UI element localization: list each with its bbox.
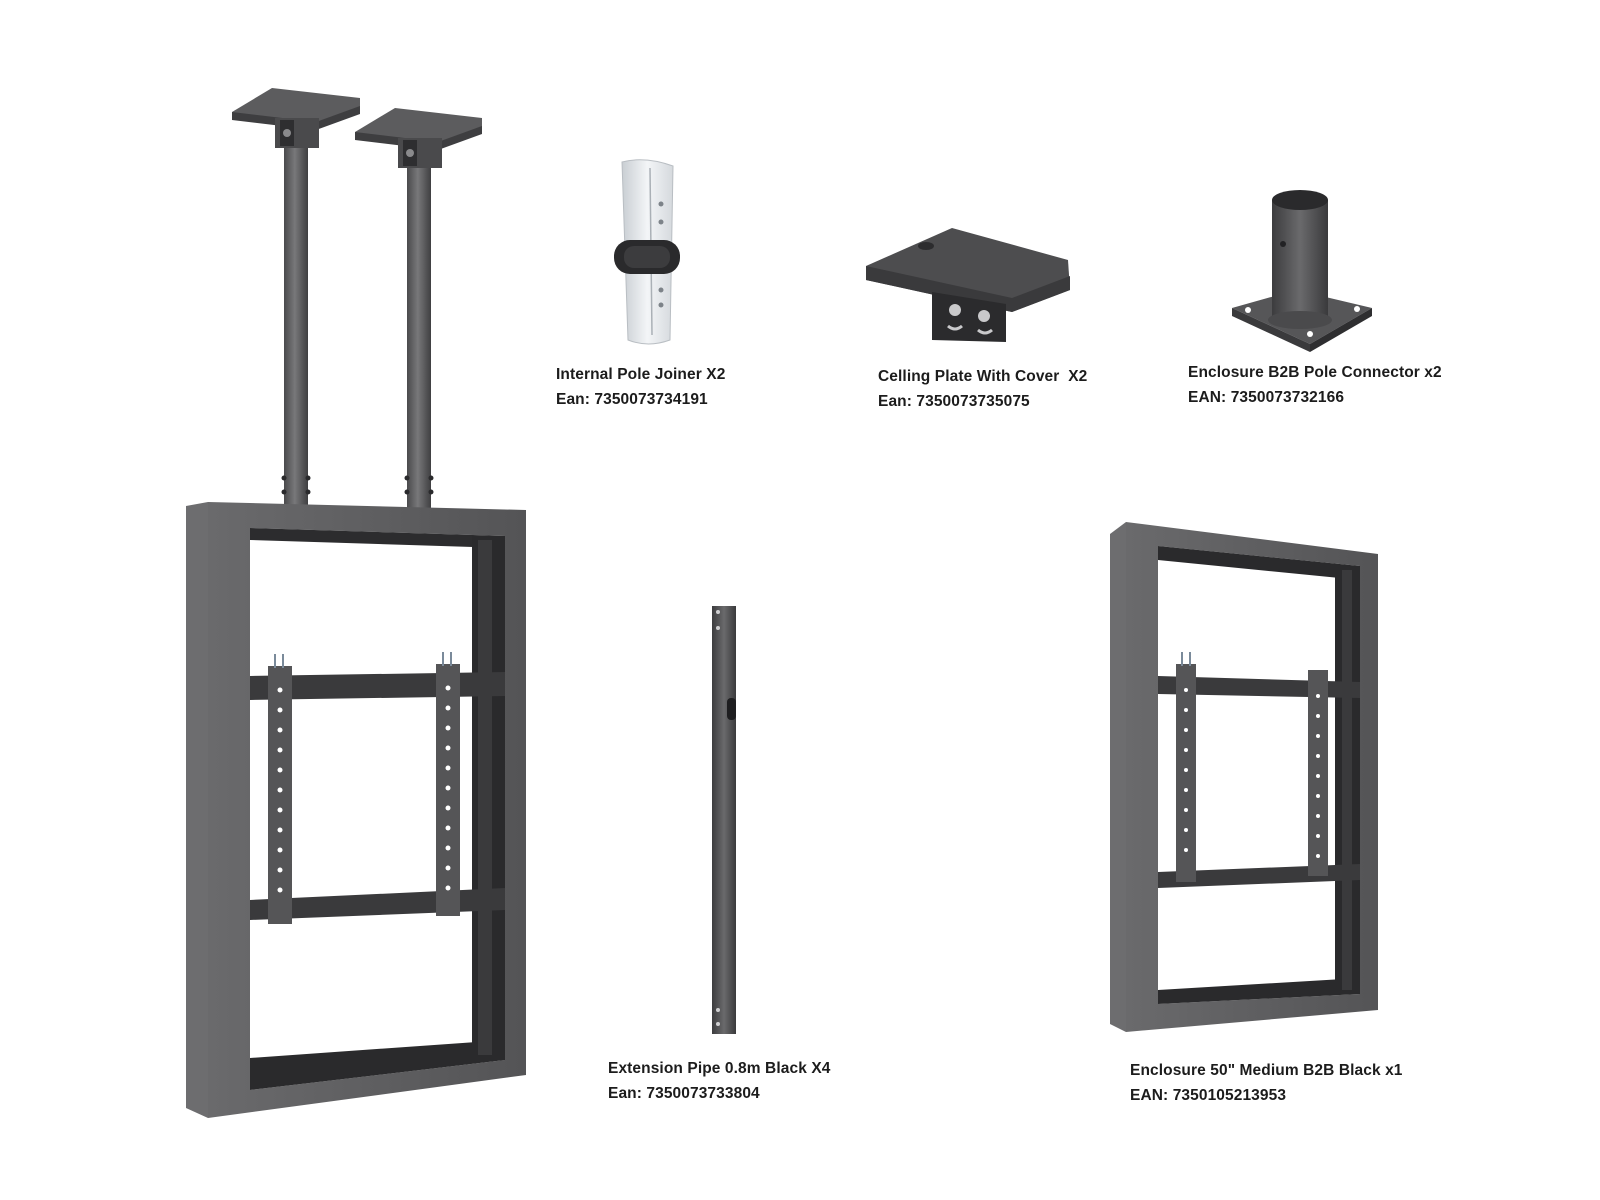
- extension-pipe-ean: Ean: 7350073733804: [608, 1085, 760, 1102]
- ceiling-plate-right: [355, 108, 482, 168]
- pole-connector-name: Enclosure B2B Pole Connector x2: [1188, 364, 1442, 381]
- enclosure-caption: Enclosure 50" Medium B2B Black x1 EAN: 7…: [1130, 1058, 1403, 1108]
- extension-pipe-name: Extension Pipe 0.8m Black X4: [608, 1060, 831, 1077]
- pole-right: [407, 168, 431, 508]
- pole-joiner-image: [614, 159, 680, 345]
- pole-left: [284, 148, 308, 508]
- pole-joiner-name: Internal Pole Joiner X2: [556, 366, 726, 383]
- ceiling-plate-left: [232, 88, 360, 148]
- ceiling-plate-name: Celling Plate With Cover X2: [878, 368, 1088, 385]
- vesa-strip-right: [436, 664, 460, 916]
- pole-joiner-ean: Ean: 7350073734191: [556, 391, 708, 408]
- hanging-enclosure-assembly: [186, 88, 526, 1118]
- extension-pipe-caption: Extension Pipe 0.8m Black X4 Ean: 735007…: [608, 1056, 830, 1106]
- extension-pipe-image: [712, 606, 736, 1034]
- pole-connector-caption: Enclosure B2B Pole Connector x2 EAN: 735…: [1188, 360, 1442, 410]
- enclosure-50-image: [1110, 522, 1378, 1032]
- enclosure-name: Enclosure 50" Medium B2B Black x1: [1130, 1062, 1403, 1079]
- ceiling-plate-caption: Celling Plate With Cover X2 Ean: 7350073…: [878, 364, 1087, 414]
- ceiling-plate-ean: Ean: 7350073735075: [878, 393, 1030, 410]
- pole-connector-ean: EAN: 7350073732166: [1188, 389, 1345, 406]
- ceiling-plate-image: [866, 228, 1070, 342]
- pole-connector-image: [1232, 190, 1372, 352]
- enclosure-ean: EAN: 7350105213953: [1130, 1087, 1287, 1104]
- pole-joiner-caption: Internal Pole Joiner X2 Ean: 73500737341…: [556, 362, 725, 412]
- vesa-strip-left: [268, 666, 292, 924]
